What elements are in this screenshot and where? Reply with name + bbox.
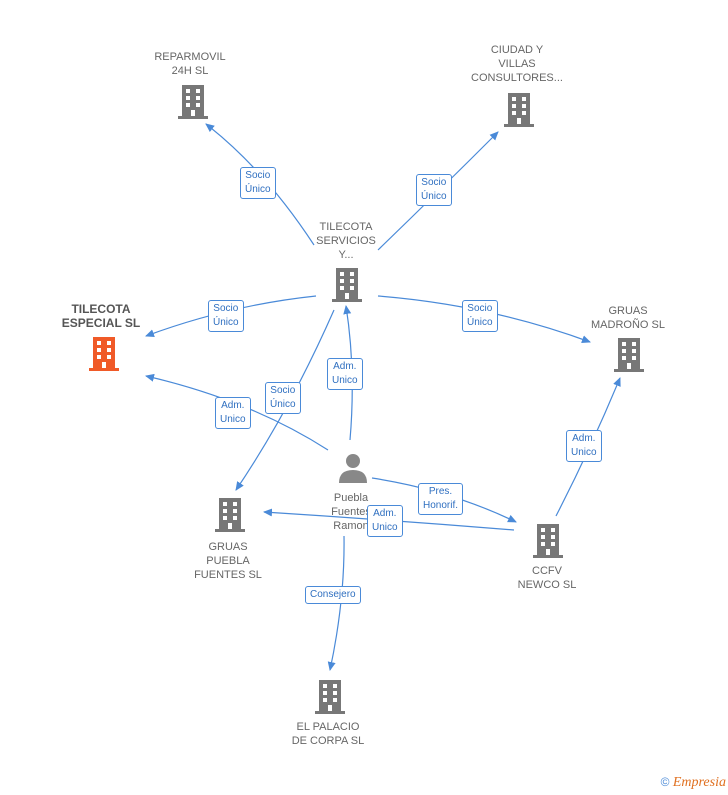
node-label-palacio[interactable]: EL PALACIO DE CORPA SL [291, 721, 365, 747]
edge-label: Adm. Unico [327, 358, 363, 390]
edge-label: Socio Único [240, 167, 276, 199]
node-label-person[interactable]: Puebla Fuentes Ramon [331, 492, 371, 532]
building-icon[interactable] [504, 93, 534, 127]
footer-watermark: © Empresia [661, 775, 726, 791]
building-icon[interactable] [533, 524, 563, 558]
node-label-ccfv[interactable]: CCFV NEWCO SL [517, 565, 577, 591]
building-icon[interactable] [215, 498, 245, 532]
node-label-gruas-madrono[interactable]: GRUAS MADROÑO SL [591, 305, 665, 331]
copyright-icon: © [660, 775, 670, 789]
edge-label: Adm. Unico [566, 430, 602, 462]
edge-label: Adm. Unico [215, 397, 251, 429]
node-label-reparmovil[interactable]: REPARMOVIL 24H SL [154, 51, 226, 77]
edge-label: Consejero [305, 586, 361, 604]
node-label-tilecota-especial[interactable]: TILECOTA ESPECIAL SL [61, 302, 141, 330]
edge-label: Socio Único [462, 300, 498, 332]
node-label-gruas-puebla[interactable]: GRUAS PUEBLA FUENTES SL [194, 541, 262, 581]
node-label-ciudad-y-villas[interactable]: CIUDAD Y VILLAS CONSULTORES... [471, 44, 563, 84]
edge-label: Pres. Honorif. [418, 483, 464, 515]
building-icon[interactable] [614, 338, 644, 372]
edge-label: Socio Único [208, 300, 244, 332]
building-icon[interactable] [178, 85, 208, 119]
person-icon[interactable] [339, 454, 367, 483]
building-icon[interactable] [315, 680, 345, 714]
edge-label: Socio Único [265, 382, 301, 414]
node-label-tilecota-servicios[interactable]: TILECOTA SERVICIOS Y... [316, 221, 376, 261]
building-icon[interactable] [332, 268, 362, 302]
building-icon-main[interactable] [89, 337, 119, 371]
edge-label: Socio Único [416, 174, 452, 206]
edge-label: Adm. Unico [367, 505, 403, 537]
brand-logo: Empresia [672, 775, 726, 790]
